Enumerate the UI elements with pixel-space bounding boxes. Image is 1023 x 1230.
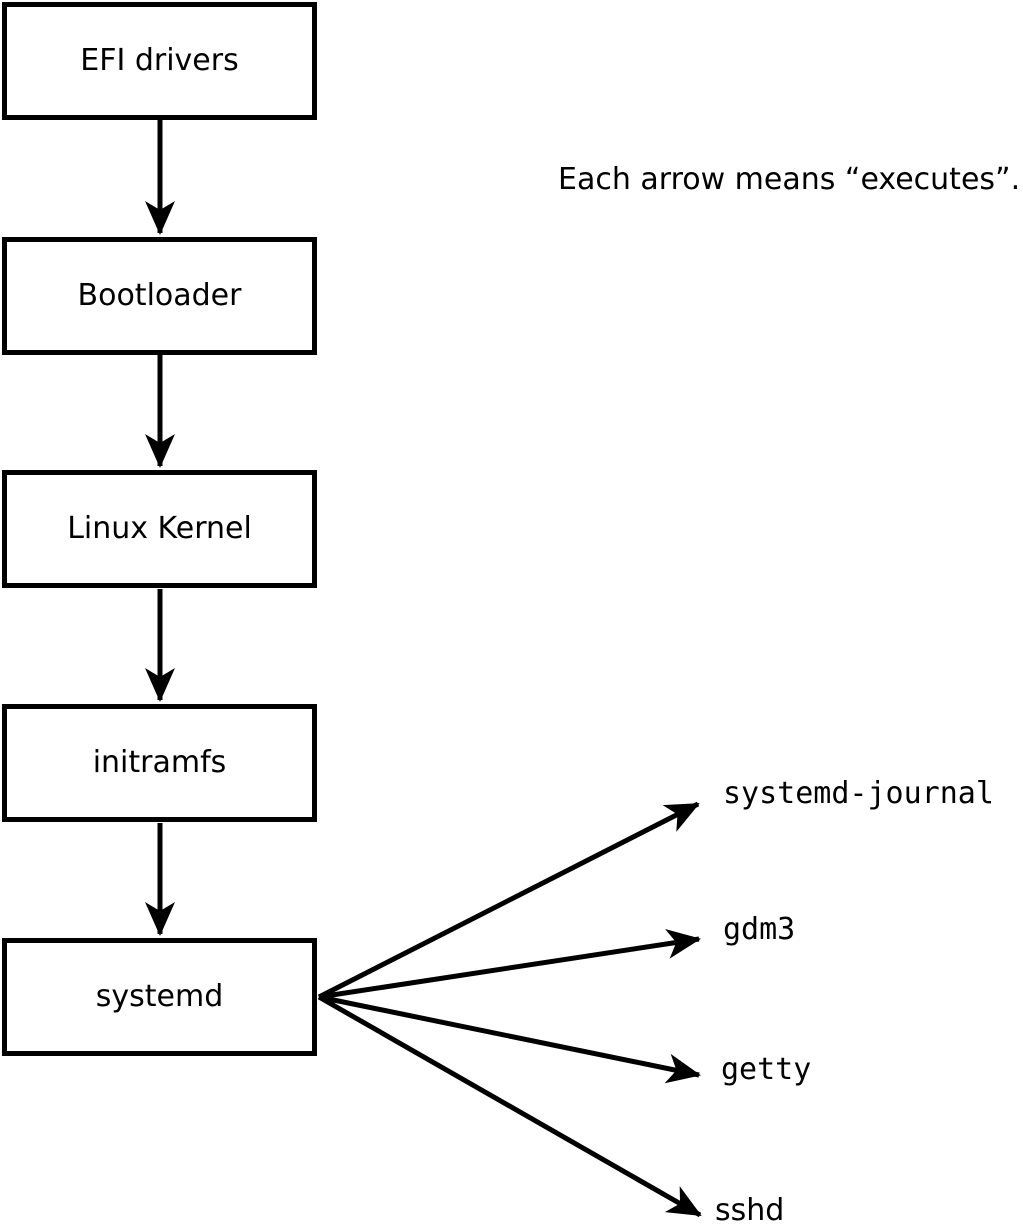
node-linux-kernel-label: Linux Kernel <box>67 511 252 546</box>
node-linux-kernel: Linux Kernel <box>2 470 317 588</box>
node-bootloader-label: Bootloader <box>77 278 242 313</box>
node-systemd: systemd <box>2 938 317 1056</box>
node-efi-drivers-label: EFI drivers <box>80 43 239 78</box>
process-label-sshd: sshd <box>715 1193 785 1228</box>
arrow-systemd-to-getty <box>318 994 701 1084</box>
node-initramfs-label: initramfs <box>92 745 227 780</box>
node-initramfs: initramfs <box>2 704 317 822</box>
node-efi-drivers: EFI drivers <box>2 2 317 120</box>
process-label-getty: getty <box>721 1052 812 1087</box>
process-label-gdm3: gdm3 <box>723 912 796 947</box>
arrow-systemd-to-journal <box>317 801 700 1000</box>
arrow-systemd-to-sshd <box>317 994 702 1218</box>
arrow-meaning-note: Each arrow means “executes”. <box>558 162 1021 197</box>
node-systemd-label: systemd <box>95 979 224 1014</box>
process-label-systemd-journal: systemd-journal <box>723 776 994 811</box>
arrow-systemd-to-gdm3 <box>318 929 701 1000</box>
node-bootloader: Bootloader <box>2 237 317 355</box>
